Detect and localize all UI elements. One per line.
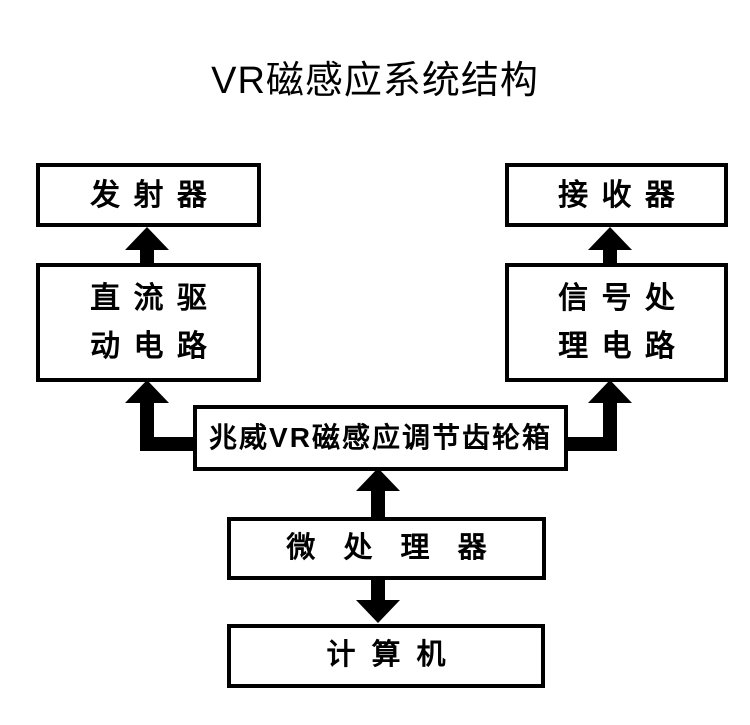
node-dc-drive-circuit-line2: 动 电 路 bbox=[90, 330, 207, 363]
node-gearbox-label: 兆威VR磁感应调节齿轮箱 bbox=[209, 421, 552, 453]
arrow-signal-to-receiver bbox=[588, 227, 632, 265]
arrow-dcdrive-to-transmitter bbox=[125, 227, 169, 265]
elbow-arrow-gearbox-to-dcdrive bbox=[125, 380, 197, 451]
node-microprocessor: 微 处 理 器 bbox=[227, 517, 546, 580]
node-signal-processing-circuit-line2: 理 电 路 bbox=[558, 330, 675, 363]
node-signal-processing-circuit: 信 号 处 理 电 路 bbox=[505, 263, 728, 382]
node-receiver-label: 接 收 器 bbox=[558, 178, 675, 212]
elbow-arrow-gearbox-to-signal bbox=[563, 380, 632, 451]
node-transmitter: 发 射 器 bbox=[36, 163, 261, 227]
node-signal-processing-circuit-line1: 信 号 处 bbox=[558, 282, 675, 315]
diagram-title: VR磁感应系统结构 bbox=[211, 60, 539, 102]
arrow-microprocessor-to-gearbox bbox=[356, 468, 400, 518]
node-dc-drive-circuit-line1: 直 流 驱 bbox=[90, 282, 207, 315]
node-dc-drive-circuit: 直 流 驱 动 电 路 bbox=[36, 263, 261, 382]
node-computer-label: 计 算 机 bbox=[326, 639, 446, 672]
node-transmitter-label: 发 射 器 bbox=[90, 178, 207, 212]
node-gearbox: 兆威VR磁感应调节齿轮箱 bbox=[193, 405, 568, 471]
node-computer: 计 算 机 bbox=[227, 624, 545, 688]
node-microprocessor-label: 微 处 理 器 bbox=[286, 531, 487, 564]
node-receiver: 接 收 器 bbox=[505, 163, 728, 227]
arrow-microprocessor-to-computer bbox=[356, 578, 400, 623]
